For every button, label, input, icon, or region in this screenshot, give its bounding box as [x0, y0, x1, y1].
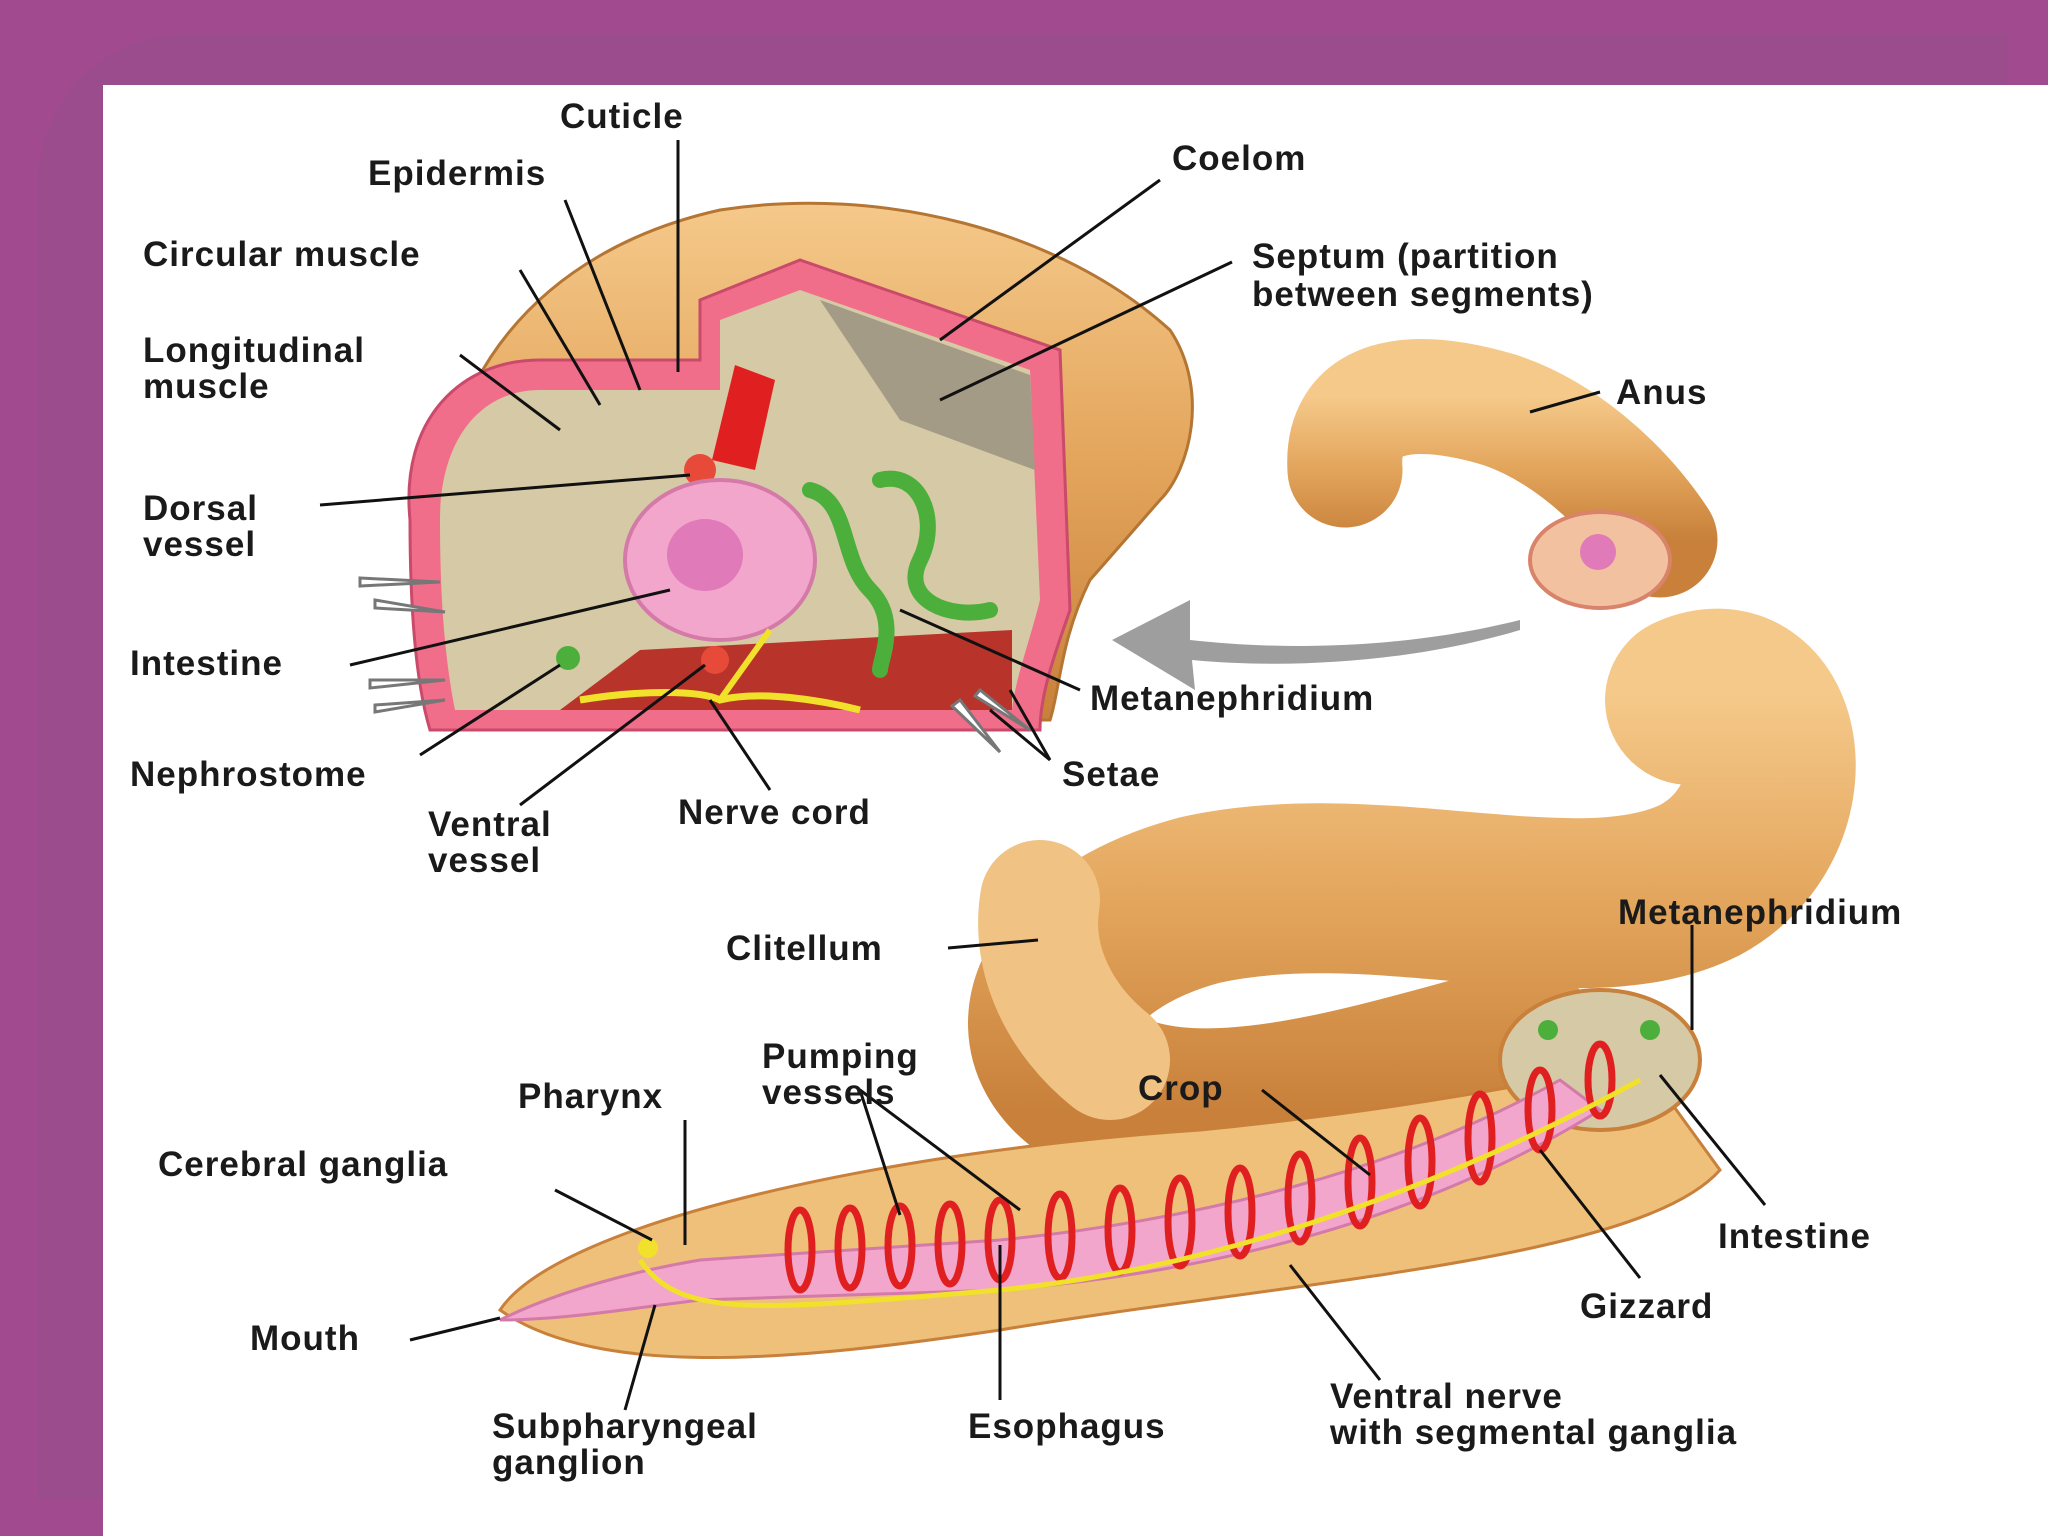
label-coelom: Coelom [1172, 139, 1306, 178]
label-longitudinal-muscle-1: Longitudinal [143, 331, 365, 370]
worm-tail-gut [1580, 534, 1616, 570]
label-ventral-vessel-1: Ventral [428, 805, 552, 844]
typhlosole [667, 519, 743, 591]
label-septum-1: Septum (partition [1252, 237, 1559, 276]
leader-lines [319, 140, 1767, 1411]
whole-worm-illustration [497, 339, 1856, 1359]
label-circular-muscle: Circular muscle [143, 235, 421, 274]
digestive-tract [499, 1078, 1603, 1322]
label-septum-2: between segments) [1252, 275, 1594, 314]
nerve-branch [717, 628, 773, 702]
cerebral-ganglia-mark [638, 1238, 658, 1258]
dorsal-vessel-end [684, 454, 716, 486]
label-ventral-nerve-2: with segmental ganglia [1329, 1413, 1737, 1452]
cross-section-illustration [358, 201, 1194, 754]
label-dorsal-vessel-2: vessel [143, 525, 256, 564]
label-cuticle: Cuticle [560, 97, 684, 136]
label-subpharyngeal-1: Subpharyngeal [492, 1407, 758, 1446]
label-clitellum: Clitellum [726, 929, 883, 968]
label-esophagus: Esophagus [968, 1407, 1166, 1446]
label-setae: Setae [1062, 755, 1160, 794]
label-ventral-nerve-1: Ventral nerve [1330, 1377, 1563, 1416]
label-nephrostome: Nephrostome [130, 755, 367, 794]
label-intestine-bottom: Intestine [1718, 1217, 1871, 1256]
worm-tail-segment [1287, 339, 1718, 598]
worm-middle-body [968, 608, 1856, 1199]
dorsal-vessel-shape [712, 365, 775, 470]
label-nerve-cord: Nerve cord [678, 793, 871, 832]
label-metanephridium-bottom: Metanephridium [1618, 893, 1902, 932]
label-mouth: Mouth [250, 1319, 360, 1358]
setae-group [358, 576, 1031, 754]
label-pharynx: Pharynx [518, 1077, 663, 1116]
label-longitudinal-muscle-2: muscle [143, 367, 270, 406]
clitellum-band [978, 840, 1170, 1120]
metanephridium-coil [802, 470, 998, 678]
label-crop: Crop [1138, 1069, 1224, 1108]
label-anus: Anus [1616, 373, 1708, 412]
ventral-vessel-end [701, 646, 729, 674]
label-epidermis: Epidermis [368, 154, 546, 193]
ventral-nerve-line [637, 1077, 1642, 1308]
nephrostome-mark [556, 646, 580, 670]
label-metanephridium-top: Metanephridium [1090, 679, 1374, 718]
label-pumping-vessels-1: Pumping [762, 1037, 919, 1076]
crosscut-nephridia [1538, 1020, 1660, 1040]
zoom-arrow [1112, 600, 1520, 690]
label-gizzard: Gizzard [1580, 1287, 1713, 1326]
diagram-labels: Cuticle Epidermis Circular muscle Longit… [130, 97, 1902, 1482]
label-ventral-vessel-2: vessel [428, 841, 541, 880]
label-dorsal-vessel-1: Dorsal [143, 489, 258, 528]
label-subpharyngeal-2: ganglion [492, 1443, 646, 1482]
label-pumping-vessels-2: vessels [762, 1073, 896, 1112]
septum-wall [820, 300, 1035, 470]
label-intestine-top: Intestine [130, 644, 283, 683]
label-cerebral-ganglia: Cerebral ganglia [158, 1145, 448, 1184]
